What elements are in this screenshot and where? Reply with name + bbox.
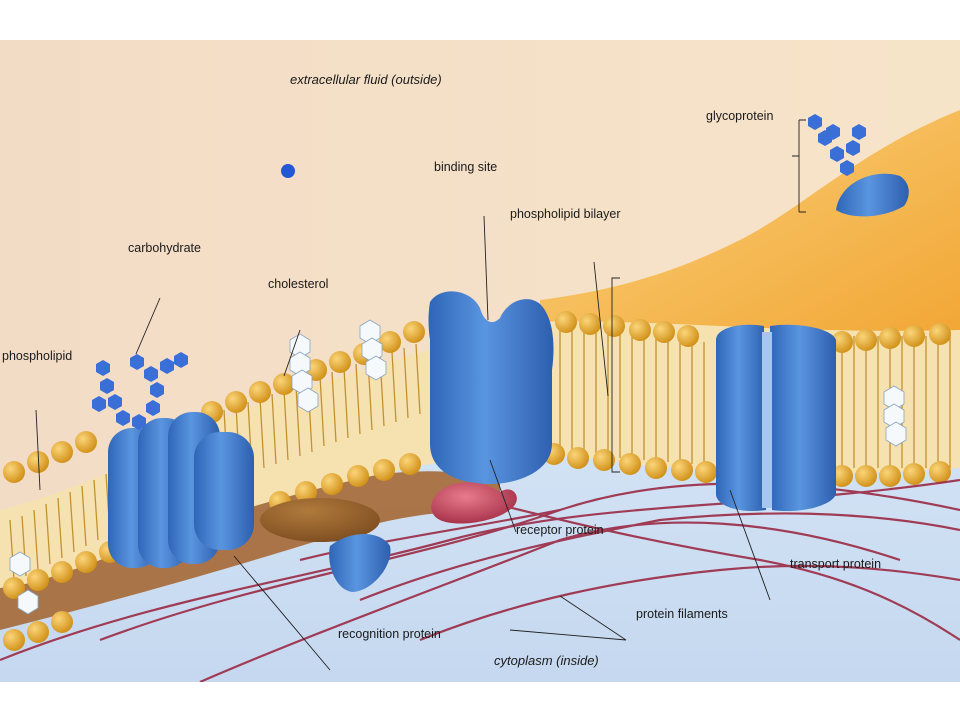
cholesterol-molecules [9,319,907,615]
peripheral-protein [329,534,391,592]
cell-body-shape [540,110,960,342]
label-protein-filaments: protein filaments [636,607,728,621]
phospholipid-heads-left [3,611,73,651]
transport-channel [762,332,772,508]
receptor-protein-shape [428,291,554,484]
label-cytoplasm: cytoplasm (inside) [494,653,599,668]
carbohydrate-chains [92,114,866,430]
glycoprotein-shape [836,173,909,217]
label-glycoprotein: glycoprotein [706,109,773,123]
label-binding-site: binding site [434,160,497,174]
label-carbohydrate: carbohydrate [128,241,201,255]
label-receptor-protein: receptor protein [516,523,604,537]
recognition-protein-shape [108,412,254,568]
label-extracellular-fluid: extracellular fluid (outside) [290,72,442,87]
label-phospholipid: phospholipid [2,349,72,363]
leader-lines [35,119,806,671]
receptor-red-molecule [431,482,517,524]
label-transport-protein: transport protein [790,557,881,571]
cytoplasmic-band [0,471,500,630]
phospholipid-heads-outer [3,311,951,483]
transport-protein-shape [716,324,836,512]
label-phospholipid-bilayer: phospholipid bilayer [510,207,621,221]
phospholipid-heads-inner [3,443,951,599]
cell-membrane-diagram: extracellular fluid (outside) glycoprote… [0,40,960,682]
label-recognition-protein: recognition protein [338,627,441,641]
signal-molecule-dot [281,164,295,178]
label-cholesterol: cholesterol [268,277,328,291]
membrane-svg: extracellular fluid (outside) glycoprote… [0,40,960,682]
cytoplasmic-globule [260,498,380,542]
